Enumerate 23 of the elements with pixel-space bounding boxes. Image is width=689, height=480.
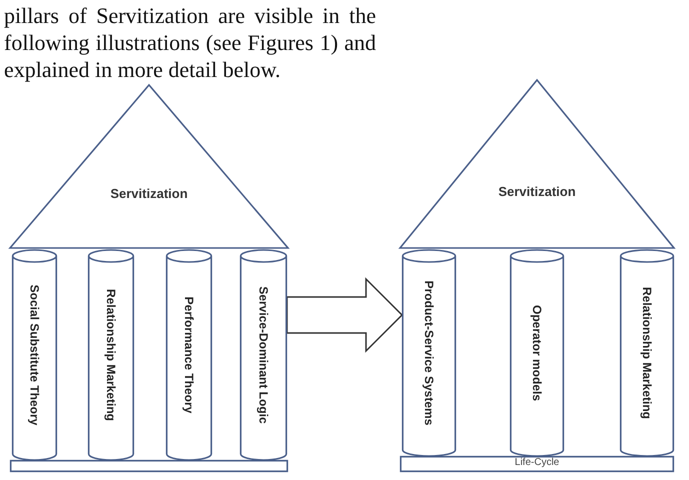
pillar-cylinder	[166, 250, 212, 460]
pillar-cylinder	[240, 250, 287, 460]
pillar-cylinder	[402, 250, 456, 456]
block-arrow	[286, 277, 404, 353]
base-plinth	[400, 456, 674, 472]
pillar-label: Service-Dominant Logic	[256, 286, 270, 424]
roof-triangle	[10, 85, 288, 248]
roof-label: Servitization	[109, 186, 189, 202]
base-plinth	[10, 460, 288, 472]
base-label: Life-Cycle	[514, 456, 560, 470]
roof-label: Servitization	[497, 184, 577, 200]
pillar-cylinder	[88, 250, 134, 460]
roof-triangle	[400, 80, 674, 248]
pillar-label: Operator models	[530, 304, 544, 402]
pillar-cylinder	[510, 250, 564, 456]
text-paragraph: pillars of Servitization are visible in the following illustrations (see Figures 1) and explained in more detail below.	[4, 2, 376, 83]
pillar-label: Performance Theory	[182, 296, 196, 414]
pillar-label: Relationship Marketing	[104, 288, 118, 422]
pillar-label: Social Substitute Theory	[28, 284, 42, 426]
pillar-cylinder	[620, 250, 674, 456]
pillar-label: Relationship Marketing	[640, 286, 654, 420]
pillar-label: Product-Service Systems	[422, 280, 436, 426]
pillar-cylinder	[12, 250, 57, 460]
